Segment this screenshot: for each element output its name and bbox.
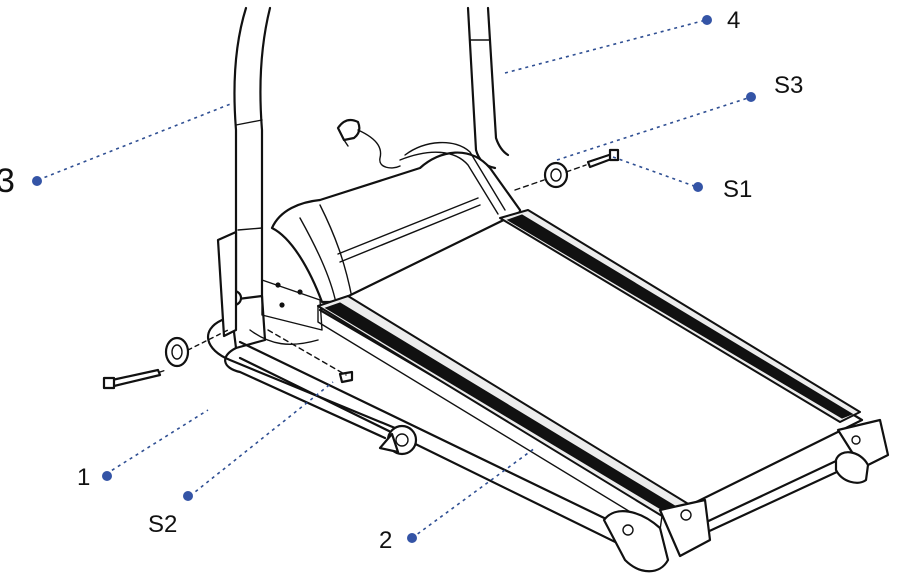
callout-dot-1	[102, 471, 112, 481]
callout-dots	[32, 15, 756, 543]
right-bolt	[586, 148, 620, 169]
small-screw	[338, 370, 354, 384]
frame-side-panel	[216, 230, 323, 338]
callout-dot-2	[407, 533, 417, 543]
right-side-rail	[499, 209, 861, 423]
callout-label-s3: S3	[774, 72, 803, 99]
callout-label-s1: S1	[723, 176, 752, 203]
callout-dot-s2	[183, 491, 193, 501]
left-bolt	[102, 368, 162, 390]
callout-label-2: 2	[379, 527, 392, 554]
callout-dot-s1	[693, 182, 703, 192]
callout-label-4: 4	[727, 7, 740, 34]
front-transport-wheel	[378, 424, 418, 456]
right-washer	[543, 161, 569, 189]
right-upright-tube	[466, 6, 510, 170]
callout-label-1: 1	[77, 464, 90, 491]
motor-hood	[270, 141, 522, 304]
callout-dot-4	[702, 15, 712, 25]
callout-label-3: 3	[0, 162, 15, 200]
base-support-frame	[206, 318, 397, 440]
callout-label-s2: S2	[148, 511, 177, 538]
callout-dot-s3	[746, 92, 756, 102]
assembly-lines	[159, 164, 587, 376]
left-washer	[164, 336, 190, 368]
safety-key-clip	[336, 118, 401, 169]
front-right-end-cap	[834, 418, 890, 484]
callout-leaders	[37, 19, 752, 539]
callout-dot-3	[32, 176, 42, 186]
front-left-end-cap	[602, 498, 712, 573]
